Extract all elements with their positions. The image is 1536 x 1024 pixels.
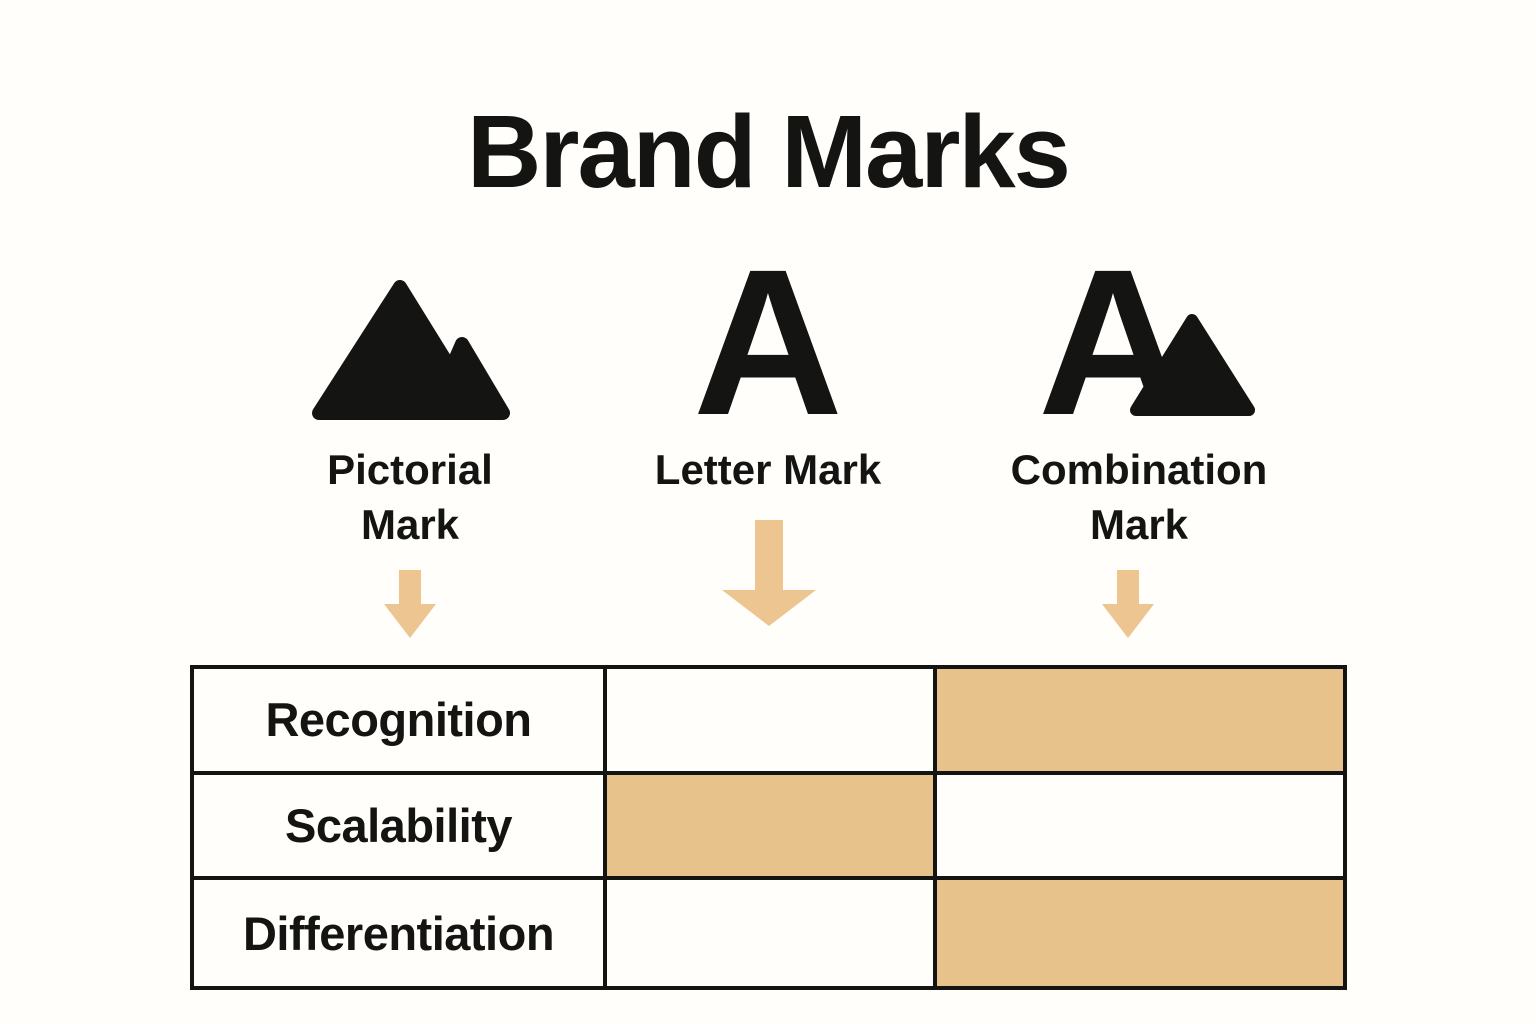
letter-mark-label: Letter Mark: [598, 442, 938, 497]
down-arrow-icon: [1102, 570, 1154, 638]
row-label-scalability: Scalability: [194, 774, 607, 881]
label-line: Combination: [1010, 446, 1268, 493]
page-title: Brand Marks: [467, 94, 1071, 209]
letter-a-mountain-icon: A: [1038, 262, 1255, 422]
svg-text:A: A: [693, 262, 843, 422]
label-line: Mark: [1089, 501, 1189, 548]
cell-differentiation-letter-mark: [607, 880, 937, 986]
down-arrow-icon: [722, 520, 816, 626]
label-line: Letter Mark: [654, 446, 882, 493]
comparison-table: Recognition Scalability Differentiation: [190, 665, 1347, 990]
cell-recognition-letter-mark: [607, 669, 937, 775]
pictorial-mark-label: Pictorial Mark: [240, 442, 580, 552]
mountain-icon: [312, 280, 510, 420]
combination-mark-label: Combination Mark: [969, 442, 1309, 552]
cell-scalability-letter-mark: [607, 774, 937, 881]
label-line: Mark: [360, 501, 460, 548]
cell-differentiation-combination-mark: [937, 880, 1343, 986]
letter-a-icon: A: [693, 262, 843, 422]
cell-scalability-combination-mark: [937, 775, 1343, 881]
down-arrow-icon: [384, 570, 436, 638]
row-label-differentiation: Differentiation: [194, 880, 607, 986]
row-label-recognition: Recognition: [194, 669, 607, 775]
label-line: Pictorial: [327, 446, 493, 493]
cell-recognition-combination-mark: [937, 669, 1343, 775]
